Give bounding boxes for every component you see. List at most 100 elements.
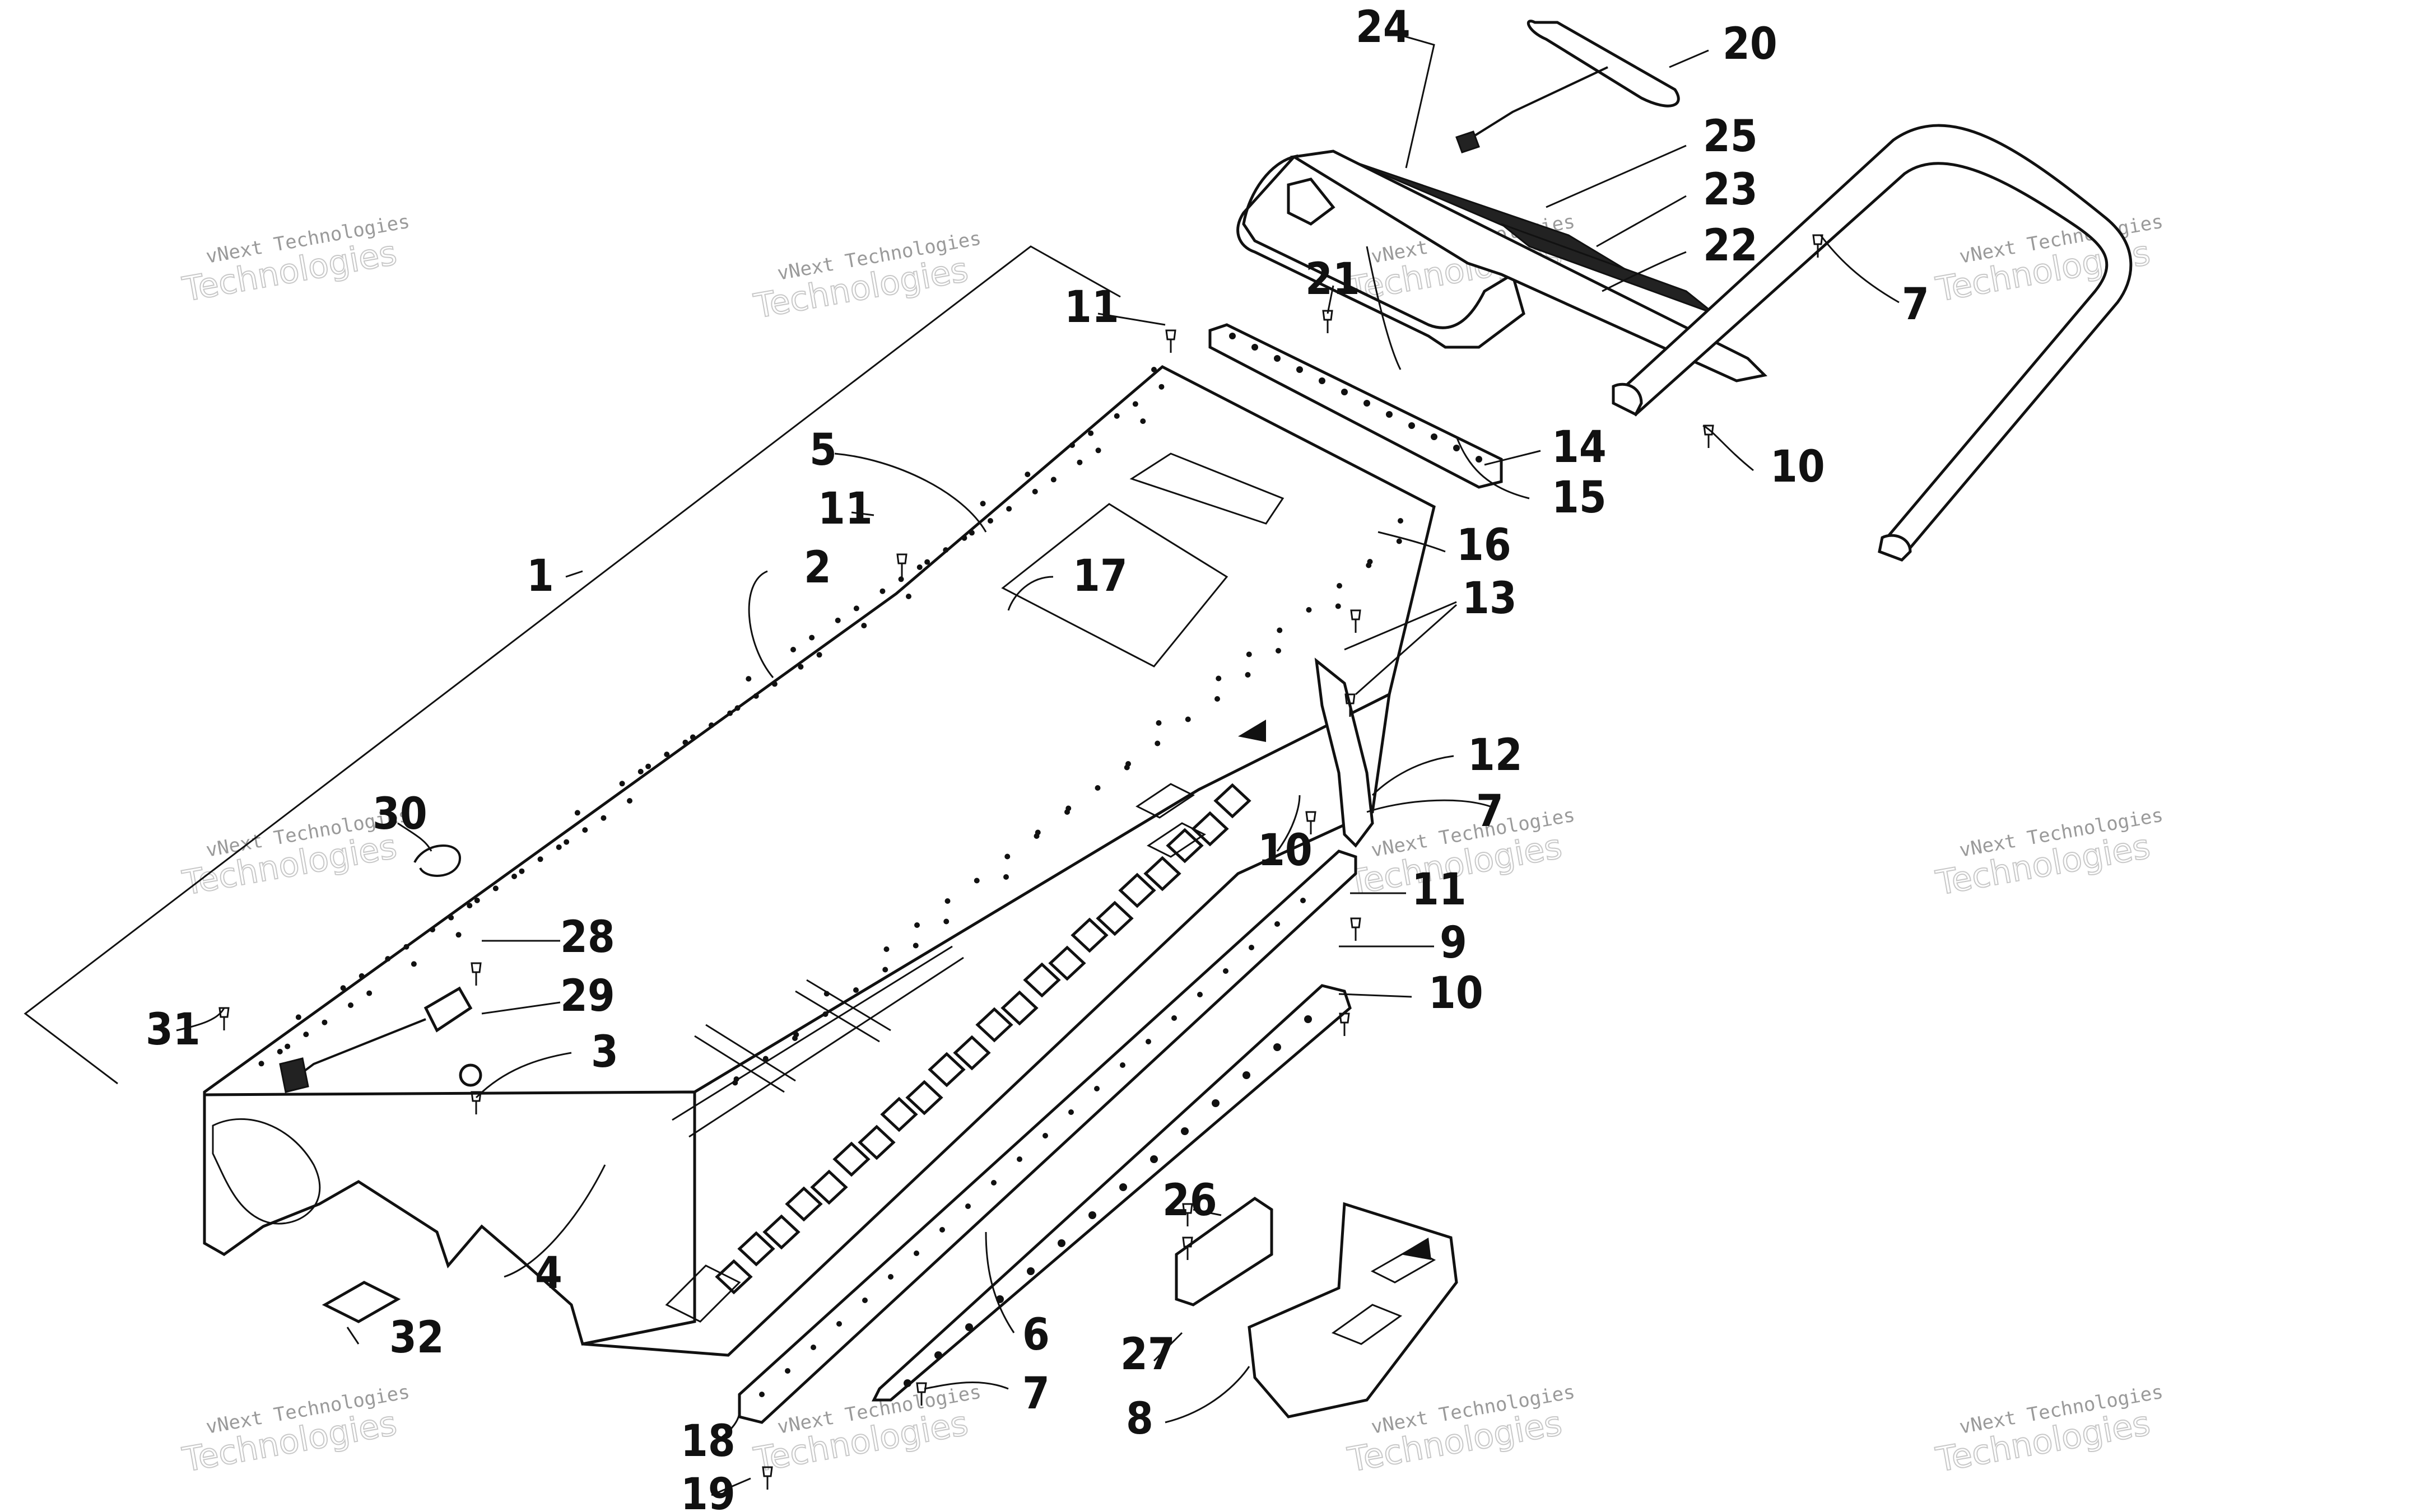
tunnel-hole-76 (1335, 603, 1341, 609)
callout-10a: 10 (1770, 442, 1825, 492)
lattice-cell-upper-3 (832, 1141, 871, 1177)
callout-2: 2 (804, 543, 831, 593)
rail-hole-20 (1249, 945, 1254, 950)
seat-top (1290, 150, 1768, 382)
footrest-stud-7 (1088, 1211, 1096, 1219)
bracket-hole-9 (1408, 422, 1415, 429)
rail-hole-3 (811, 1345, 816, 1350)
fuel-pump-body (424, 986, 473, 1033)
callout-11b: 11 (818, 484, 873, 534)
rail-hole-15 (1120, 1062, 1125, 1068)
lattice-cell-9 (1096, 900, 1134, 936)
callout-11a: 11 (1064, 282, 1119, 333)
tunnel-hole-101 (883, 946, 890, 952)
callout-13: 13 (1462, 573, 1517, 624)
tunnel-hole-67 (303, 1032, 309, 1038)
fastener-15 (1182, 1203, 1193, 1226)
leader-line-10 (1165, 1366, 1250, 1424)
tunnel-hole-26 (835, 617, 841, 623)
tunnel-hole-57 (430, 927, 435, 932)
tunnel-hole-23 (879, 588, 886, 594)
tunnel-hole-39 (664, 752, 670, 758)
tunnel-hole-30 (798, 664, 804, 670)
bracket-hole-7 (1363, 400, 1370, 407)
tunnel-hole-59 (411, 961, 417, 967)
tunnel-hole-93 (1034, 833, 1040, 839)
plate-32 (322, 1281, 401, 1323)
fastener-3 (1350, 609, 1361, 633)
footrest-stud-6 (1058, 1239, 1065, 1247)
tunnel-hole-49 (537, 856, 543, 862)
lattice-cell-upper-7 (1023, 962, 1061, 998)
rail-hole-13 (1068, 1109, 1074, 1115)
fastener-10 (471, 962, 482, 986)
bracket-hole-5 (1319, 377, 1325, 384)
leader-line-16 (851, 511, 874, 516)
leader-line-28 (1602, 251, 1687, 292)
leader-line-21 (1455, 436, 1530, 500)
side-vent-slot-3 (1135, 783, 1195, 819)
lattice-cell-upper-6 (975, 1007, 1013, 1043)
direction-arrow-1 (1238, 720, 1266, 742)
tunnel-hole-84 (1185, 716, 1191, 722)
leader-line-22 (1377, 531, 1446, 553)
footrest-stud-10 (1181, 1127, 1189, 1135)
tunnel-hole-44 (601, 815, 607, 821)
footrest-stud-5 (1027, 1267, 1035, 1275)
leader-line-9 (924, 1382, 1009, 1390)
rear-bracket (1208, 323, 1503, 489)
tunnel-hole-66 (295, 1014, 301, 1020)
leader-line-8 (1366, 799, 1491, 813)
strap-buckle (1455, 130, 1480, 153)
lattice-cell-5 (905, 1080, 943, 1116)
callout-10c: 10 (1428, 968, 1483, 1019)
leader-line-19 (1344, 601, 1457, 696)
lattice-cell-upper-2 (785, 1186, 823, 1222)
rail-hole-22 (1300, 898, 1306, 903)
hitch-plate (1248, 1202, 1458, 1418)
leader-line-35 (481, 1001, 561, 1015)
leader-line-6 (985, 1231, 1015, 1333)
callout-7a: 7 (1902, 279, 1929, 330)
leader-line-36 (397, 822, 432, 852)
leader-line-12 (1702, 424, 1754, 472)
callout-27: 27 (1120, 1329, 1175, 1380)
callout-30: 30 (373, 789, 427, 839)
tunnel-hole-54 (474, 897, 480, 903)
tunnel-hole-9 (1077, 459, 1083, 465)
tunnel-hole-69 (285, 1043, 291, 1049)
rail-hole-4 (836, 1321, 842, 1327)
tunnel-hole-52 (492, 885, 499, 892)
fastener-8 (762, 1466, 773, 1490)
tunnel-hole-27 (809, 634, 815, 641)
bracket-hole-1 (1229, 333, 1236, 339)
tunnel-hole-46 (582, 827, 588, 833)
tunnel-hole-107 (792, 1035, 798, 1041)
tunnel-assembly (203, 365, 1436, 1357)
fastener-1 (1165, 329, 1176, 353)
tunnel-hole-50 (511, 874, 517, 879)
callout-8: 8 (1126, 1394, 1153, 1444)
tunnel-hole-97 (944, 898, 951, 904)
footrest-stud-2 (934, 1351, 942, 1359)
lattice-cell-upper-1 (737, 1231, 775, 1267)
side-lattice-pattern (715, 783, 1251, 1295)
tunnel-hole-85 (1156, 720, 1162, 726)
rear-bumper-end-right (1878, 534, 1912, 562)
tunnel-hole-5 (1114, 413, 1120, 419)
lattice-cell-2 (762, 1214, 801, 1250)
rail-hole-16 (1146, 1039, 1151, 1044)
hitch-plate-slot-2 (1370, 1248, 1436, 1284)
callout-6: 6 (1022, 1310, 1050, 1360)
leader-line-20 (1484, 450, 1541, 466)
clip-30 (413, 844, 461, 877)
tunnel-hole-77 (1306, 607, 1312, 613)
fastener-7 (916, 1382, 927, 1406)
tunnel-hole-19 (916, 564, 923, 570)
tunnel-hole-15 (988, 518, 993, 524)
